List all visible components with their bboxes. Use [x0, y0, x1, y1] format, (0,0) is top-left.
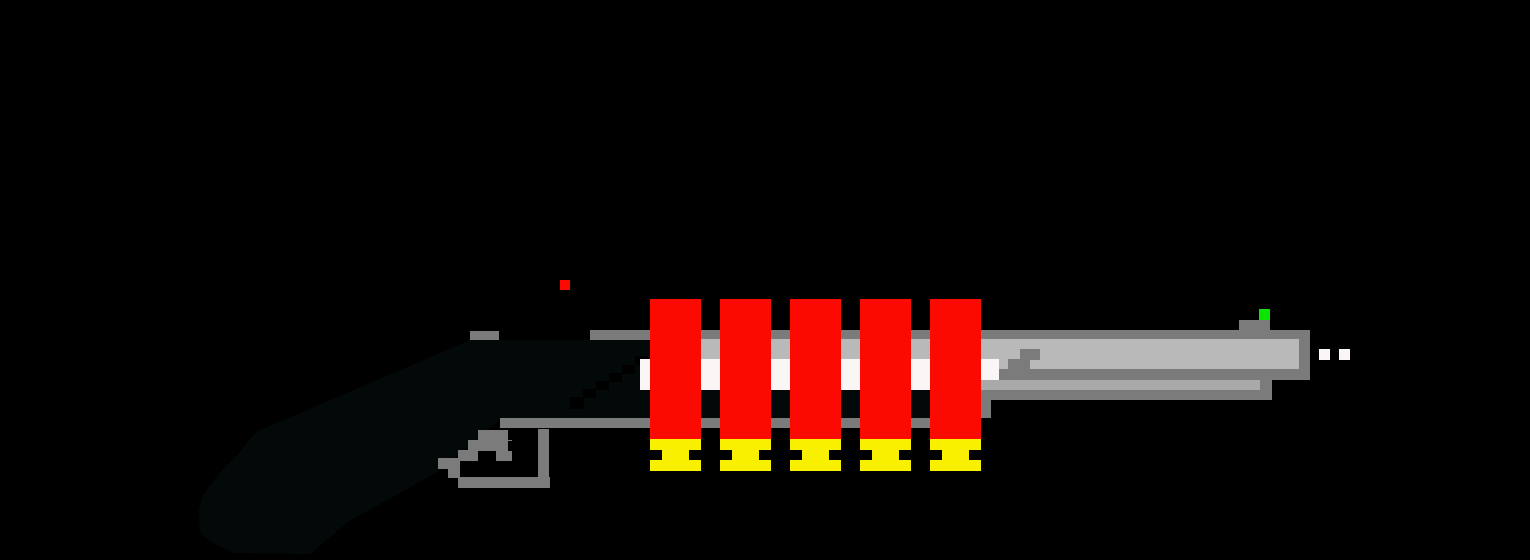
shell-1-brass-bar [650, 439, 701, 450]
muzzle-dot-1 [1319, 349, 1330, 360]
shell-4-brass-bar [860, 439, 911, 450]
muzzle-dot-2 [1339, 349, 1350, 360]
rear-sight-block [470, 331, 499, 340]
shell-4-body [860, 299, 911, 439]
shell-4-brass-stem [872, 450, 899, 460]
bolt-zigzag-lower [1008, 359, 1030, 370]
pump-arm-block [978, 400, 991, 418]
bolt-highlight-step-2 [622, 365, 635, 374]
trigger-blob-right [496, 450, 512, 461]
stock-and-receiver-body [199, 340, 650, 554]
shell-5-brass-stem [942, 450, 969, 460]
barrel-bottom-stripe [999, 369, 1310, 380]
bolt-highlight-step-4 [596, 381, 609, 390]
shell-3-brass-stem [802, 450, 829, 460]
shell-2-brass-bar [720, 439, 771, 450]
trigger-guard-nub [438, 458, 460, 469]
trigger-guard-vertical [538, 429, 549, 478]
magazine-tube-bottom [978, 390, 1272, 400]
bolt-highlight-step-6 [570, 397, 584, 409]
trigger-notch [508, 441, 518, 451]
trigger-guard-step [448, 468, 460, 478]
bolt-highlight-step-3 [609, 373, 622, 382]
magazine-tube-light [978, 380, 1260, 390]
magazine-tube-cap [1260, 380, 1272, 390]
trigger-blob-left [458, 450, 478, 461]
trigger-guard-bottom [458, 477, 550, 488]
shell-1-brass-stem [662, 450, 689, 460]
shell-3-brass-bar [790, 439, 841, 450]
front-sight-base [1239, 320, 1270, 331]
shell-5-brass-flange [930, 460, 981, 471]
shell-2-brass-flange [720, 460, 771, 471]
bolt-highlight-step-5 [583, 389, 596, 398]
shell-2-body [720, 299, 771, 439]
shell-2-brass-stem [732, 450, 759, 460]
barrel-body-right [999, 360, 1299, 369]
shell-5-brass-bar [930, 439, 981, 450]
trigger-blob-top [478, 430, 508, 441]
shell-1-brass-flange [650, 460, 701, 471]
floating-red-pixel [560, 280, 570, 290]
trigger-blob-mid [468, 440, 512, 451]
muzzle-cap [1299, 330, 1310, 380]
bolt-zigzag-upper [1020, 349, 1040, 360]
shell-3-body [790, 299, 841, 439]
shell-4-brass-flange [860, 460, 911, 471]
front-sight-green [1259, 309, 1270, 320]
shell-3-brass-flange [790, 460, 841, 471]
shell-1-body [650, 299, 701, 439]
shell-5-body [930, 299, 981, 439]
